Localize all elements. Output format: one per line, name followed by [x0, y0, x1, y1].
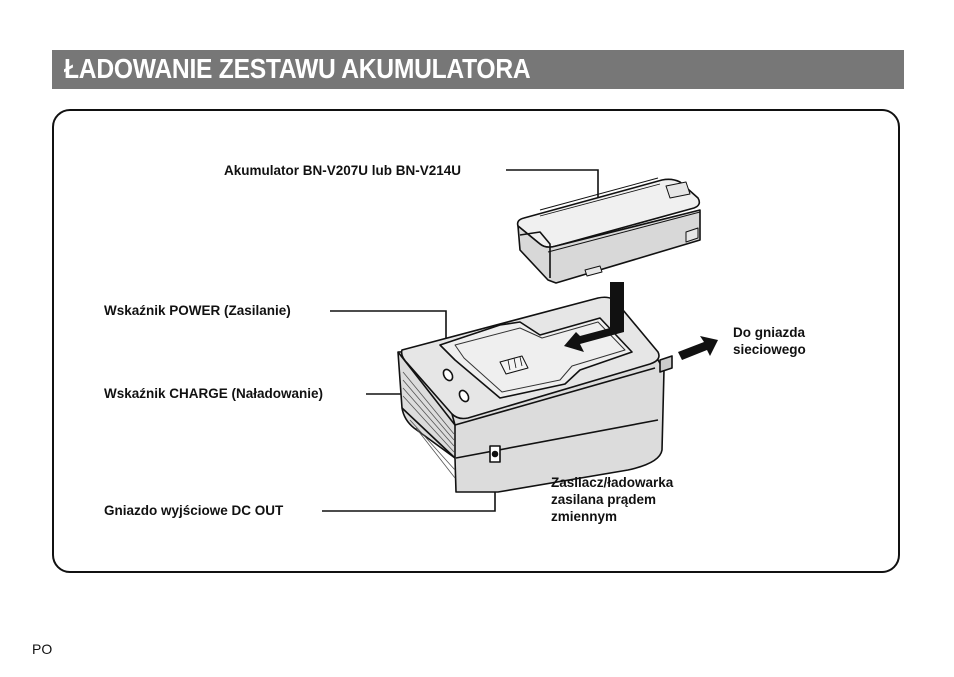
battery-label: Akumulator BN-V207U lub BN-V214U: [224, 163, 462, 178]
insert-arrow-icon: [564, 282, 624, 352]
outlet-label: Do gniazda sieciowego: [733, 324, 806, 358]
charge-indicator-label: Wskaźnik CHARGE (Naładowanie): [104, 386, 324, 401]
outlet-arrow-icon: [678, 336, 718, 360]
charger-illustration: [397, 296, 673, 493]
outlet-label-line2: sieciowego: [733, 342, 806, 357]
battery-illustration: [516, 177, 701, 284]
adapter-label: Zasilacz/ładowarka zasilana prądem zmien…: [551, 474, 673, 525]
outlet-label-line1: Do gniazda: [733, 325, 806, 340]
adapter-label-line2: zasilana prądem: [551, 492, 657, 507]
diagram-frame: [52, 109, 900, 573]
power-indicator-label: Wskaźnik POWER (Zasilanie): [104, 303, 291, 318]
adapter-label-line1: Zasilacz/ładowarka: [551, 475, 674, 490]
dc-out-label: Gniazdo wyjściowe DC OUT: [104, 503, 284, 518]
title-bar: ŁADOWANIE ZESTAWU AKUMULATORA: [52, 50, 904, 89]
adapter-label-line3: zmiennym: [551, 509, 618, 524]
page-title: ŁADOWANIE ZESTAWU AKUMULATORA: [64, 53, 531, 84]
page-code: PO: [32, 641, 53, 657]
